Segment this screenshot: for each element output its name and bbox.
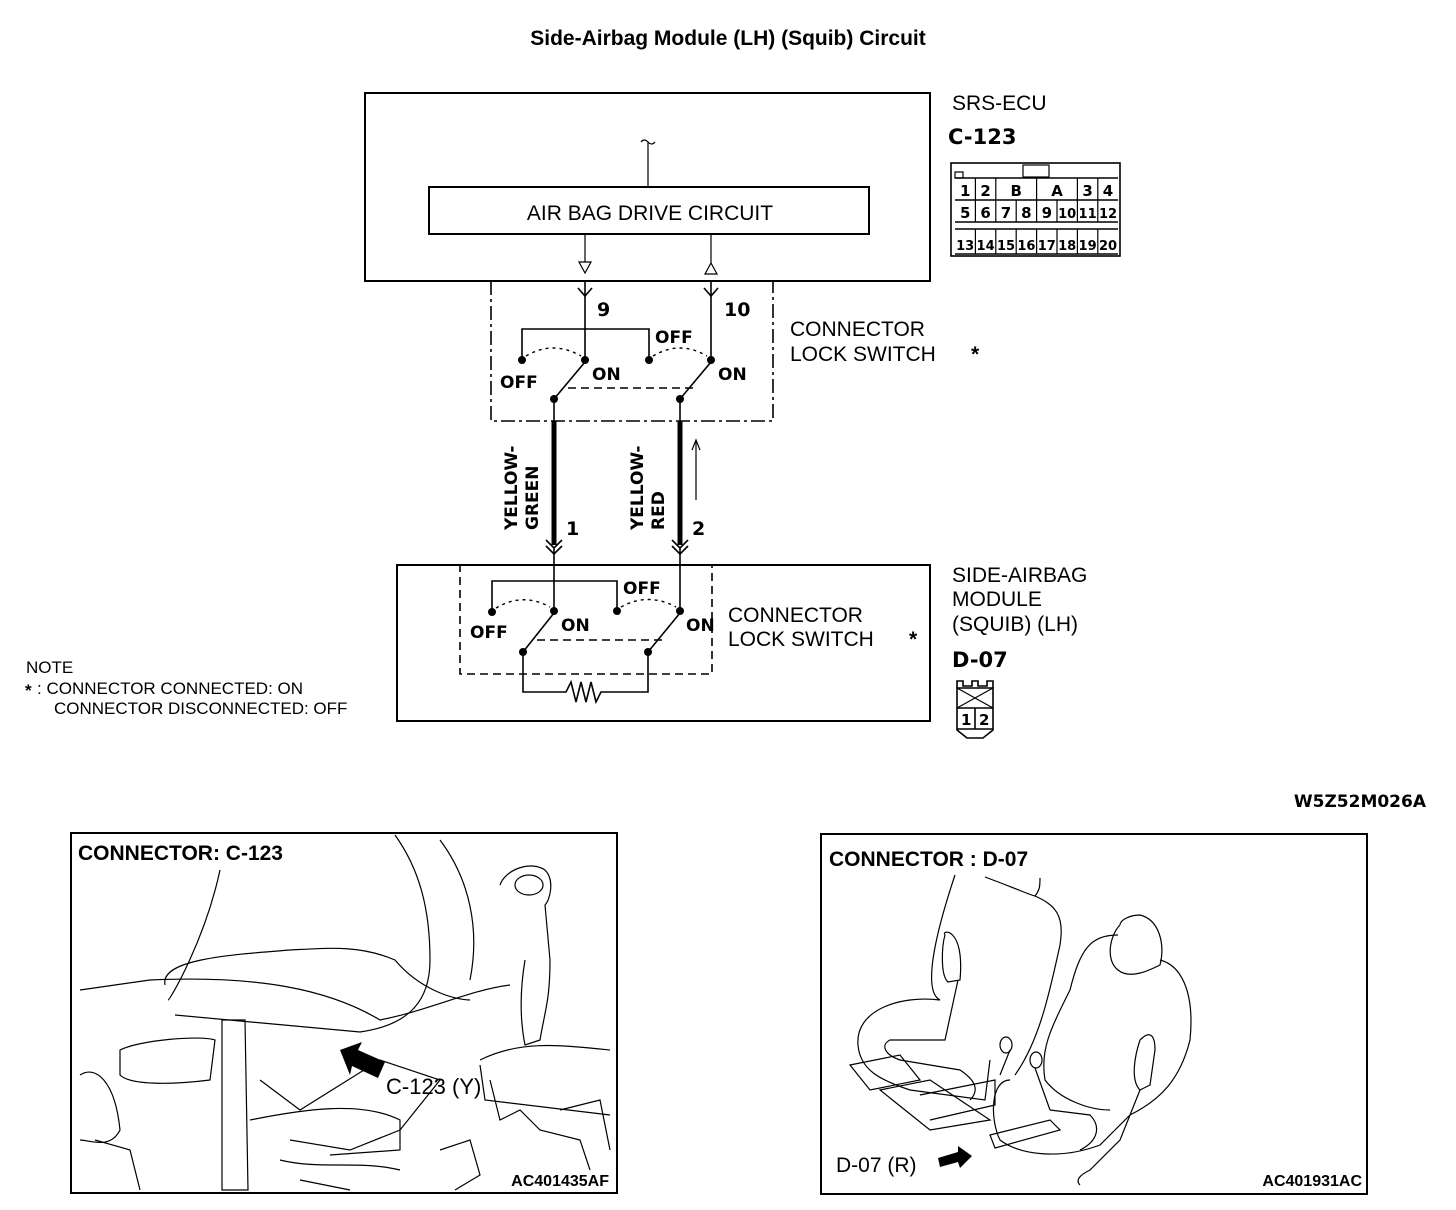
lower-switch-label-line1: CONNECTOR bbox=[728, 604, 863, 627]
panel-2-callout: D-07 (R) bbox=[836, 1154, 917, 1177]
d-07-pin-1: 1 bbox=[961, 711, 971, 729]
panel-d-07-frame bbox=[820, 833, 1368, 1195]
upper-off-left-label: OFF bbox=[500, 373, 538, 393]
c-123-pin-8: 8 bbox=[1021, 204, 1031, 222]
panel-1-title: CONNECTOR: C-123 bbox=[78, 842, 283, 865]
lower-on-left-label: ON bbox=[561, 616, 590, 636]
c-123-pin-16: 16 bbox=[1017, 239, 1035, 254]
d-07-pin-2: 2 bbox=[979, 711, 989, 729]
air-bag-drive-circuit-box bbox=[428, 186, 870, 235]
upper-on-right-label: ON bbox=[718, 365, 747, 385]
c-123-pin-1: 1 bbox=[960, 182, 970, 200]
module-name-line3: (SQUIB) (LH) bbox=[952, 613, 1078, 636]
panel-c-123-frame bbox=[70, 832, 618, 1194]
wire-1-pin-label: 1 bbox=[566, 518, 579, 540]
input-arrow-up bbox=[703, 234, 719, 275]
upper-on-left-label: ON bbox=[592, 365, 621, 385]
note-line-1: : CONNECTOR CONNECTED: ON bbox=[37, 679, 303, 698]
wire-yellow-green bbox=[545, 421, 563, 565]
upper-switch-label-line2: LOCK SWITCH bbox=[790, 343, 936, 366]
panel-2-title: CONNECTOR : D-07 bbox=[829, 848, 1028, 871]
output-arrow-down bbox=[577, 234, 593, 275]
diagram-title: Side-Airbag Module (LH) (Squib) Circuit bbox=[530, 27, 925, 50]
pin-10-label: 10 bbox=[724, 299, 750, 321]
c-123-pin-18: 18 bbox=[1058, 239, 1076, 254]
lower-switch-asterisk: * bbox=[909, 628, 918, 651]
side-airbag-module-box bbox=[396, 564, 931, 722]
lower-switch-label-line2: LOCK SWITCH bbox=[728, 628, 874, 651]
c-123-pin-5: 5 bbox=[960, 204, 970, 222]
c-123-pin-3: 3 bbox=[1082, 182, 1092, 200]
c-123-pin-7: 7 bbox=[1001, 204, 1011, 222]
panel-1-code: AC401435AF bbox=[511, 1173, 609, 1190]
module-connector-id: D-07 bbox=[952, 648, 1008, 672]
c-123-pin-20: 20 bbox=[1099, 239, 1117, 254]
c-123-pin-19: 19 bbox=[1079, 239, 1097, 254]
module-name-line2: MODULE bbox=[952, 588, 1042, 611]
wire-1-color-line1: YELLOW- bbox=[502, 446, 522, 531]
c-123-pin-2: 2 bbox=[980, 182, 990, 200]
c-123-pin-14: 14 bbox=[977, 239, 995, 254]
upper-off-right-label: OFF bbox=[655, 328, 693, 348]
wire-2-pin-label: 2 bbox=[692, 518, 705, 540]
wire-2-color-line2: RED bbox=[649, 491, 669, 530]
note-asterisk: * bbox=[25, 681, 32, 700]
note-heading: NOTE bbox=[26, 658, 73, 677]
lower-lock-switch bbox=[488, 565, 684, 705]
c-123-pin-12: 12 bbox=[1099, 207, 1117, 222]
c-123-pin-6: 6 bbox=[980, 204, 990, 222]
d-07-connector-face bbox=[956, 680, 994, 739]
ecu-name: SRS-ECU bbox=[952, 92, 1047, 115]
c-123-pin-17: 17 bbox=[1038, 239, 1056, 254]
panel-2-code: AC401931AC bbox=[1262, 1173, 1362, 1190]
c-123-pin-15: 15 bbox=[997, 239, 1015, 254]
seat-illustration bbox=[848, 874, 1192, 1186]
c-123-pin-4: 4 bbox=[1103, 182, 1113, 200]
wire-2-color-line1: YELLOW- bbox=[628, 446, 648, 531]
callout-arrow-icon bbox=[340, 1042, 385, 1078]
c-123-pin-10: 10 bbox=[1058, 207, 1076, 222]
squib-resistor-icon bbox=[522, 652, 649, 705]
c-123-pin-B: B bbox=[1010, 182, 1021, 200]
lower-switch-boundary bbox=[459, 564, 713, 675]
lower-on-right-label: ON bbox=[686, 616, 715, 636]
c-123-pin-11: 11 bbox=[1079, 207, 1097, 222]
ecu-connector-id: C-123 bbox=[948, 125, 1016, 149]
upper-switch-label-line1: CONNECTOR bbox=[790, 318, 925, 341]
upper-lock-switch bbox=[518, 281, 719, 421]
note-line-2: CONNECTOR DISCONNECTED: OFF bbox=[54, 699, 347, 718]
c-123-pin-13: 13 bbox=[956, 239, 974, 254]
panel-1-callout: C-123 (Y) bbox=[386, 1074, 481, 1099]
wire-yellow-red bbox=[671, 421, 689, 565]
c-123-pin-9: 9 bbox=[1042, 204, 1052, 222]
current-direction-arrow-icon bbox=[691, 438, 701, 500]
upper-switch-asterisk: * bbox=[971, 343, 980, 366]
ecu-power-symbol bbox=[640, 139, 656, 187]
lower-off-left-label: OFF bbox=[470, 623, 508, 643]
wire-1-color-line2: GREEN bbox=[523, 466, 543, 531]
upper-switch-boundary bbox=[490, 281, 774, 422]
c-123-pin-A: A bbox=[1051, 182, 1063, 200]
dashboard-illustration bbox=[79, 834, 611, 1191]
air-bag-drive-circuit-label: AIR BAG DRIVE CIRCUIT bbox=[527, 202, 773, 225]
pin-9-label: 9 bbox=[597, 299, 610, 321]
callout-arrow-icon bbox=[938, 1146, 972, 1168]
figure-code: W5Z52M026A bbox=[1294, 792, 1427, 812]
lower-off-right-label: OFF bbox=[623, 579, 661, 599]
module-name-line1: SIDE-AIRBAG bbox=[952, 564, 1087, 587]
